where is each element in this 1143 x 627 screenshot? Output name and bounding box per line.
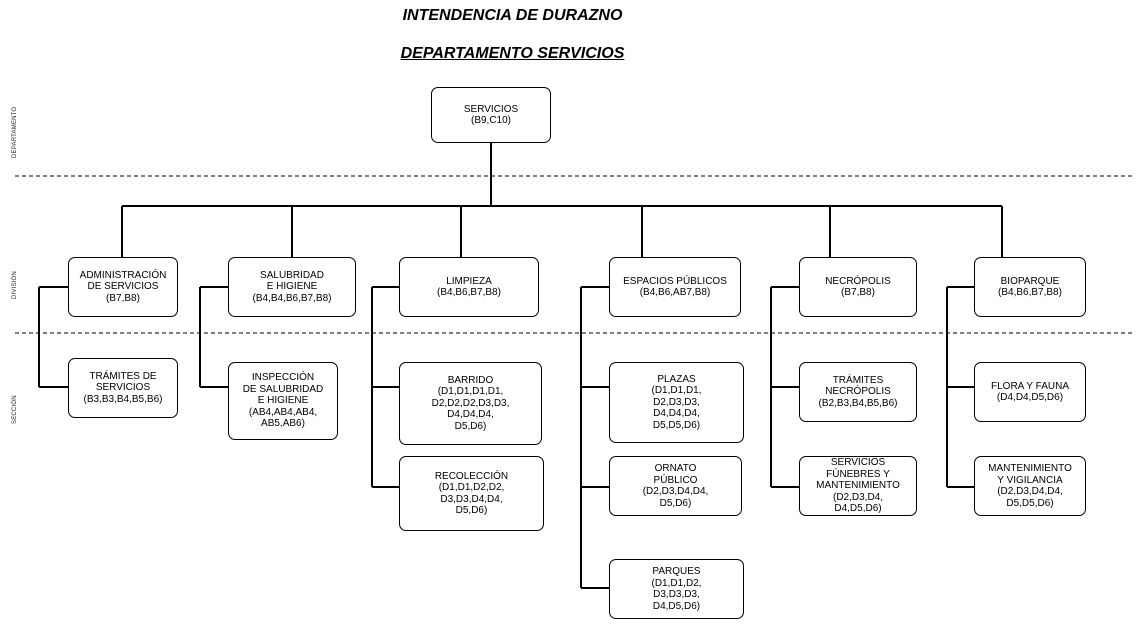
organization-title: INTENDENCIA DE DURAZNO xyxy=(402,7,623,24)
node-plazas: PLAZAS (D1,D1,D1, D2,D3,D3, D4,D4,D4, D5… xyxy=(609,362,744,443)
node-name: LIMPIEZA xyxy=(446,275,492,287)
node-codes: (B4,B6,B7,B8) xyxy=(998,287,1062,298)
node-codes: (B7,B8) xyxy=(106,292,140,304)
node-codes: (B9,C10) xyxy=(470,115,511,126)
node-flora-fauna: FLORA Y FAUNA (D4,D4,D5,D6) xyxy=(974,362,1086,422)
node-codes: (D1,D1,D1, D2,D3,D3, D4,D4,D4, D5,D5,D6) xyxy=(651,385,702,431)
node-codes: (D4,D4,D5,D6) xyxy=(996,392,1064,403)
node-codes: (B4,B4,B6,B7,B8) xyxy=(252,292,332,304)
department-title: DEPARTAMENTO SERVICIOS xyxy=(400,45,625,62)
node-name: RECOLECCIÓN xyxy=(434,470,509,482)
node-codes: (D1,D1,D1,D1, D2,D2,D2,D3,D3, D4,D4,D4, … xyxy=(431,386,510,432)
node-codes: (D2,D3,D4,D4, D5,D6) xyxy=(642,486,709,509)
node-codes: (B4,B6,B7,B8) xyxy=(437,287,501,298)
node-name: PLAZAS xyxy=(657,373,696,385)
node-name: ORNATO PÚBLICO xyxy=(653,463,698,486)
node-name: ADMINISTRACIÓN DE SERVICIOS xyxy=(79,269,167,293)
node-parques: PARQUES (D1,D1,D2, D3,D3,D3, D4,D5,D6) xyxy=(609,559,744,619)
node-recoleccion: RECOLECCIÓN (D1,D1,D2,D2, D3,D3,D4,D4, D… xyxy=(399,456,544,531)
node-tramites-servicios: TRÁMITES DE SERVICIOS (B3,B3,B4,B5,B6) xyxy=(68,358,178,418)
node-codes: (D1,D1,D2,D2, D3,D3,D4,D4, D5,D6) xyxy=(438,482,505,516)
node-ornato-publico: ORNATO PÚBLICO (D2,D3,D4,D4, D5,D6) xyxy=(609,456,742,516)
node-codes: (B2,B3,B4,B5,B6) xyxy=(818,397,898,409)
node-espacios-publicos: ESPACIOS PÚBLICOS (B4,B6,AB7,B8) xyxy=(609,257,741,317)
node-name: INSPECCIÓN DE SALUBRIDAD E HIGIENE xyxy=(242,372,324,407)
node-necropolis: NECRÓPOLIS (B7,B8) xyxy=(799,257,917,317)
node-name: FLORA Y FAUNA xyxy=(991,380,1069,392)
node-codes: (AB4,AB4,AB4, AB5,AB6) xyxy=(248,406,318,430)
node-servicios: SERVICIOS (B9,C10) xyxy=(431,87,551,143)
node-name: SALUBRIDAD E HIGIENE xyxy=(260,269,324,293)
node-name: BIOPARQUE xyxy=(1000,275,1060,287)
node-name: NECRÓPOLIS xyxy=(825,275,891,287)
node-name: TRÁMITES DE SERVICIOS xyxy=(89,370,157,394)
node-name: MANTENIMIENTO Y VIGILANCIA xyxy=(988,463,1072,486)
node-name: PARQUES xyxy=(652,566,701,577)
node-codes: (D1,D1,D2, D3,D3,D3, D4,D5,D6) xyxy=(651,577,702,612)
node-name: SERVICIOS FÚNEBRES Y MANTENIMIENTO xyxy=(816,457,900,492)
node-barrido: BARRIDO (D1,D1,D1,D1, D2,D2,D2,D3,D3, D4… xyxy=(399,362,542,445)
node-limpieza: LIMPIEZA (B4,B6,B7,B8) xyxy=(399,257,539,317)
node-codes: (B7,B8) xyxy=(841,287,875,298)
node-bioparque: BIOPARQUE (B4,B6,B7,B8) xyxy=(974,257,1086,317)
node-name: ESPACIOS PÚBLICOS xyxy=(623,275,727,287)
node-administracion: ADMINISTRACIÓN DE SERVICIOS (B7,B8) xyxy=(68,257,178,317)
node-mantenimiento-vigilancia: MANTENIMIENTO Y VIGILANCIA (D2,D3,D4,D4,… xyxy=(974,456,1086,516)
node-tramites-necropolis: TRÁMITES NECRÓPOLIS (B2,B3,B4,B5,B6) xyxy=(799,362,917,422)
node-codes: (B3,B3,B4,B5,B6) xyxy=(83,393,163,405)
node-codes: (B4,B6,AB7,B8) xyxy=(639,287,711,298)
node-codes: (D2,D3,D4, D4,D5,D6) xyxy=(832,491,883,515)
node-name: TRÁMITES NECRÓPOLIS xyxy=(825,374,891,398)
node-name: SERVICIOS xyxy=(463,103,519,115)
node-inspeccion: INSPECCIÓN DE SALUBRIDAD E HIGIENE (AB4,… xyxy=(228,362,338,440)
node-salubridad: SALUBRIDAD E HIGIENE (B4,B4,B6,B7,B8) xyxy=(228,257,356,317)
node-codes: (D2,D3,D4,D4, D5,D5,D6) xyxy=(997,486,1063,509)
node-servicios-funebres: SERVICIOS FÚNEBRES Y MANTENIMIENTO (D2,D… xyxy=(799,456,917,516)
node-name: BARRIDO xyxy=(447,374,494,386)
